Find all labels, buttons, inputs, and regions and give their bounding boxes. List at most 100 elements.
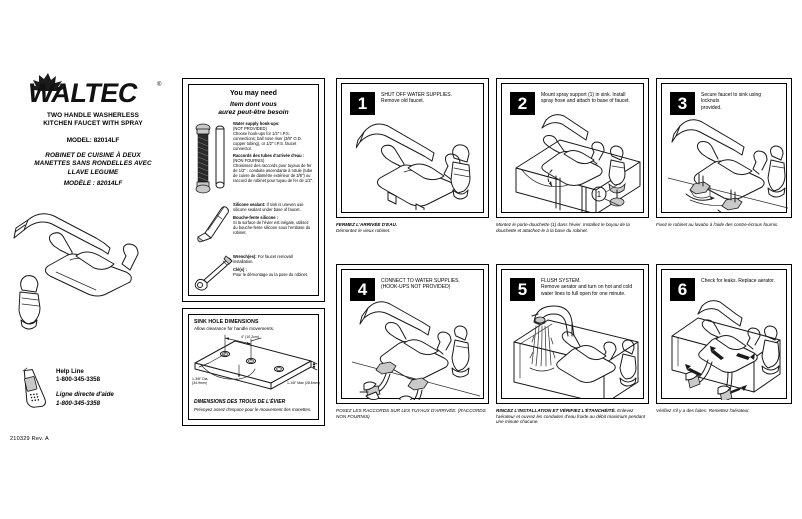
- step-4-number: 4: [350, 278, 375, 301]
- kitchen-faucet-illustration: [10, 212, 175, 342]
- step-5-text: FLUSH SYSTEM. Remove aerator and turn on…: [541, 278, 637, 297]
- need-item-silicone-text: Silicone sealant: If sink is uneven use …: [233, 202, 314, 235]
- step-1-caption-bold: FERMEZ L'ARRIVÉE D'EAU.: [336, 222, 398, 227]
- sink-hole-sub-en: Allow clearance for handle movements.: [194, 326, 275, 331]
- product-title-fr-line2: MANETTES SANS RONDELLES AVEC: [34, 160, 152, 168]
- sink-hole-dimensions-panel: SINK HOLE DIMENSIONS Allow clearance for…: [182, 308, 325, 426]
- you-may-need-heading-en: You may need: [230, 90, 277, 97]
- sink-hole-sub-fr: Prévoyez assez d'espace pour le mouvemen…: [194, 407, 312, 412]
- waltec-logo: WALTEC ®: [18, 72, 170, 106]
- need-body-en: Choose hook-ups for 1/2" I.P.S. connecti…: [233, 130, 302, 151]
- maple-leaf-icon: [30, 73, 66, 91]
- svg-text:WALTEC: WALTEC: [26, 77, 140, 106]
- sink-hole-heading-en: SINK HOLE DIMENSIONS: [194, 319, 259, 325]
- water-stream: [529, 325, 556, 367]
- leak-check-arrows: [685, 346, 755, 394]
- step-panel-2: 2 Mount spray support (1) in sink. Insta…: [496, 78, 649, 218]
- need-body-en: For faucet removal/ installation.: [233, 254, 293, 264]
- need-title-fr: Bouche-fente silicone :: [233, 214, 279, 220]
- step-3-caption: Fixez le robinet au lavabo à l'aide des …: [656, 222, 792, 228]
- need-note-en: (NOT PROVIDED): [233, 125, 267, 131]
- flush-system-running-water-illustration: [513, 305, 639, 398]
- step-1-inner-border: 1 SHUT OFF WATER SUPPLIES. Remove old fa…: [341, 83, 484, 213]
- step-6-text: Check for leaks. Replace aerator.: [701, 278, 780, 284]
- need-item-wrench-text: Wrench(es): For faucet removal/ installa…: [233, 254, 314, 278]
- step-5-line2: Remove aerator and turn on hot and cold …: [541, 284, 633, 297]
- you-may-need-heading-fr-line1: Item dont vous: [230, 101, 277, 108]
- step-6-caption: Vérifiez s'il y a des fuites. Remettez l…: [656, 408, 792, 414]
- product-title-fr: ROBINET DE CUISINE À DEUX MANETTES SANS …: [8, 152, 178, 177]
- step-4-line1: CONNECT TO WATER SUPPLIES.: [381, 278, 460, 284]
- need-item-silicone-sealant: Silicone sealant: If sink is uneven use …: [193, 202, 314, 249]
- product-model-en: MODEL: 82014LF: [66, 137, 120, 144]
- need-body-en: If sink is uneven use silicone sealant u…: [233, 202, 304, 212]
- step-3-text: Secure faucet to sink using locknuts pro…: [701, 92, 780, 111]
- step-2-caption: Montez le porte-douchette (1) dans l'évi…: [496, 222, 649, 233]
- step-1-number: 1: [350, 92, 375, 115]
- registered-mark: ®: [157, 81, 162, 88]
- need-body-fr: Si la surface de l'évier est inégale, ut…: [233, 219, 311, 235]
- step-5-caption: RINCEZ L'INSTALLATION ET VÉRIFIEZ L'ÉTAN…: [496, 408, 649, 425]
- wordmark: WALTEC: [26, 77, 140, 106]
- spray-support-mounting-illustration: 1: [515, 114, 641, 212]
- step-3-line1: Secure faucet to sink using locknuts: [701, 92, 762, 105]
- step-1-line1: SHUT OFF WATER SUPPLIES.: [381, 92, 453, 98]
- step-4-inner-border: 4 CONNECT TO WATER SUPPLIES. (HOOK-UPS N…: [341, 269, 484, 400]
- help-line-text: Help Line 1-800-345-3358 Ligne directe d…: [56, 368, 166, 408]
- sink-hole-heading-fr: DIMENSIONS DES TROUS DE L'ÉVIER: [194, 399, 286, 405]
- product-title-en: TWO HANDLE WASHERLESS KITCHEN FAUCET WIT…: [8, 112, 178, 129]
- step-5-inner-border: 5 FLUSH SYSTEM. Remove aerator and turn …: [501, 269, 644, 399]
- step-4-caption-body: POSEZ LES RACCORDS SUR LES TUYAUX D'ARRI…: [336, 408, 486, 419]
- old-faucet-removal-illustration: [356, 123, 471, 210]
- shutoff-valve-right: [399, 395, 415, 400]
- document-id: 210329 Rev. A: [10, 436, 49, 442]
- you-may-need-heading-fr-line2: aurez peut-être besoin: [218, 109, 289, 116]
- help-line-phone-fr: 1-800-345-3358: [56, 399, 101, 407]
- supply-hose-icon: [195, 123, 225, 194]
- step-5-number: 5: [510, 278, 535, 301]
- need-body-fr: Pour le démontage ou la pose du robinet.: [233, 271, 309, 277]
- silicone-sealant-tube-icon: [197, 206, 229, 243]
- waltec-logo-svg: WALTEC ®: [26, 73, 162, 106]
- step-2-inner-border: 2 Mount spray support (1) in sink. Insta…: [501, 83, 644, 213]
- step-6-line1: Check for leaks. Replace aerator.: [701, 278, 775, 284]
- help-line-block: Help Line 1-800-345-3358 Ligne directe d…: [20, 365, 170, 417]
- shutoff-valve-left: [359, 381, 381, 400]
- step-5-line1: FLUSH SYSTEM.: [541, 278, 581, 284]
- step-3-inner-border: 3 Secure faucet to sink using locknuts p…: [661, 83, 788, 213]
- sink-hole-inner-border: SINK HOLE DIMENSIONS Allow clearance for…: [188, 314, 320, 420]
- step-1-text: SHUT OFF WATER SUPPLIES. Remove old fauc…: [381, 92, 477, 105]
- step-panel-1: 1 SHUT OFF WATER SUPPLIES. Remove old fa…: [336, 78, 489, 218]
- dim-hole-label: 1-3/8" Dia. (34.9mm): [192, 377, 209, 386]
- step-5-caption-bold: RINCEZ L'INSTALLATION ET VÉRIFIEZ L'ÉTAN…: [496, 408, 616, 413]
- product-title-en-line1: TWO HANDLE WASHERLESS: [47, 112, 139, 119]
- step-1-line2: Remove old faucet.: [381, 98, 425, 105]
- step-panel-3: 3 Secure faucet to sink using locknuts p…: [656, 78, 792, 218]
- you-may-need-panel: You may need Item dont vous aurez peut-ê…: [182, 78, 325, 302]
- leak-check-illustration: [671, 300, 781, 400]
- step-panel-6: 6 Check for leaks. Replace aerator.: [656, 264, 792, 404]
- step-3-caption-body: Fixez le robinet au lavabo à l'aide des …: [656, 222, 779, 227]
- step-5-caption-body: Enlevez l'aérateur et ouvrez les conduit…: [496, 408, 646, 425]
- step-3-line2: provided.: [701, 104, 722, 111]
- help-line-label-en: Help Line: [56, 368, 84, 375]
- product-model-fr: MODÈLE : 82014LF: [63, 180, 123, 187]
- need-title-fr: Clé(s) :: [233, 266, 247, 272]
- step-3-number: 3: [670, 92, 695, 115]
- step-2-callout-1: 1: [597, 190, 602, 199]
- help-line-phone-en: 1-800-345-3358: [56, 376, 101, 384]
- step-6-caption-body: Vérifiez s'il y a des fuites. Remettez l…: [656, 408, 750, 413]
- removed-aerator: [534, 316, 546, 324]
- need-title-en: Silicone sealant:: [233, 202, 266, 207]
- step-6-inner-border: 6 Check for leaks. Replace aerator.: [661, 269, 787, 400]
- need-note-fr: (NON FOURNIS): [233, 158, 265, 164]
- step-2-line2: spray hose and attach to base of faucet.: [541, 98, 630, 105]
- need-title-fr: Raccords des tubes d'arrivée d'eau :: [233, 153, 305, 159]
- step-2-number: 2: [510, 92, 535, 115]
- help-line-label-fr: Ligne directe d'aide: [56, 391, 114, 399]
- need-title-en: Water supply hook-ups:: [233, 121, 280, 126]
- step-6-number: 6: [670, 278, 695, 301]
- mobile-phone-icon: [22, 367, 46, 408]
- step-4-line2: (HOOK-UPS NOT PROVIDED): [381, 284, 451, 291]
